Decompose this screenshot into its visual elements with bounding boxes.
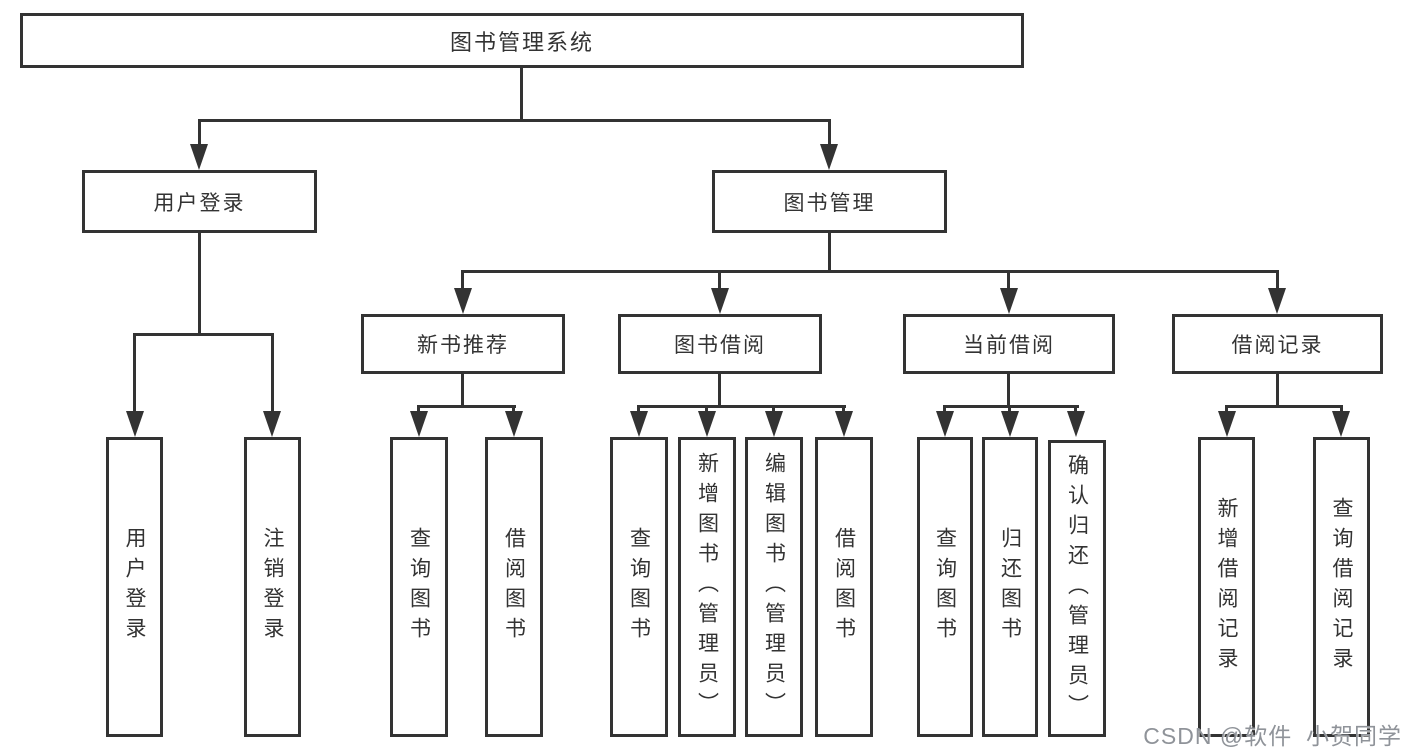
connector [520, 68, 523, 121]
connector [718, 374, 721, 408]
connector [772, 405, 775, 414]
connector [637, 405, 846, 408]
connector [705, 405, 708, 414]
arrow-down-icon [698, 411, 716, 437]
connector [1225, 405, 1228, 414]
arrow-down-icon [1332, 411, 1350, 437]
connector [417, 405, 420, 414]
leaf-add-borrow-record: 新增借阅记录 [1198, 437, 1255, 737]
node-new-book-recommendation: 新书推荐 [361, 314, 565, 374]
leaf-newbook-query-books: 查询图书 [390, 437, 448, 737]
arrow-down-icon [505, 411, 523, 437]
connector [198, 119, 201, 147]
connector [133, 333, 136, 413]
node-label: 归还图书 [998, 527, 1022, 647]
leaf-newbook-borrow-books: 借阅图书 [485, 437, 543, 737]
arrow-down-icon [765, 411, 783, 437]
node-label: 注销登录 [261, 527, 284, 647]
leaf-user-login: 用户登录 [106, 437, 163, 737]
connector [718, 270, 721, 290]
node-book-management: 图书管理 [712, 170, 947, 233]
connector [461, 270, 464, 290]
connector [1276, 374, 1279, 408]
connector [198, 233, 201, 336]
node-label: 查询图书 [933, 527, 957, 647]
connector [133, 333, 274, 336]
connector [1074, 405, 1077, 414]
arrow-down-icon [1000, 288, 1018, 314]
connector [271, 333, 274, 413]
node-current-borrowing: 当前借阅 [903, 314, 1115, 374]
node-library-system: 图书管理系统 [20, 13, 1024, 68]
arrow-down-icon [820, 144, 838, 170]
leaf-borrow-books: 借阅图书 [815, 437, 873, 737]
leaf-logout: 注销登录 [244, 437, 301, 737]
connector [1225, 405, 1343, 408]
arrow-down-icon [1067, 411, 1085, 437]
connector [842, 405, 845, 414]
arrow-down-icon [1218, 411, 1236, 437]
node-label: 当前借阅 [963, 334, 1055, 357]
node-label: 图书管理 [783, 191, 876, 215]
connector [828, 119, 831, 147]
leaf-add-books-admin: 新增图书（管理员） [678, 437, 736, 737]
connector [1007, 270, 1010, 290]
node-label: 新增借阅记录 [1215, 497, 1238, 677]
arrow-down-icon [454, 288, 472, 314]
connector [1008, 405, 1011, 414]
connector [1007, 374, 1010, 408]
connector [461, 270, 1279, 273]
node-borrowing-records: 借阅记录 [1172, 314, 1383, 374]
node-label: 查询图书 [407, 527, 431, 647]
connector [1276, 270, 1279, 290]
leaf-return-books: 归还图书 [982, 437, 1038, 737]
arrow-down-icon [711, 288, 729, 314]
connector [943, 405, 946, 414]
arrow-down-icon [263, 411, 281, 437]
connector [512, 405, 515, 414]
csdn-watermark: CSDN @软件_小贺同学 [1143, 723, 1402, 747]
leaf-edit-books-admin: 编辑图书（管理员） [745, 437, 803, 737]
node-label: 编辑图书（管理员） [762, 452, 786, 722]
node-label: 图书借阅 [674, 334, 766, 357]
connector [198, 119, 831, 122]
leaf-confirm-return-admin: 确认归还（管理员） [1048, 440, 1106, 737]
arrow-down-icon [1268, 288, 1286, 314]
node-user-login: 用户登录 [82, 170, 317, 233]
node-label: 确认归还（管理员） [1065, 453, 1089, 724]
connector [417, 405, 516, 408]
arrow-down-icon [835, 411, 853, 437]
node-label: 借阅图书 [502, 527, 526, 647]
connector [1340, 405, 1343, 414]
connector [637, 405, 640, 414]
arrow-down-icon [190, 144, 208, 170]
node-label: 借阅记录 [1231, 334, 1324, 357]
node-label: 新书推荐 [417, 334, 509, 357]
node-label: 图书管理系统 [449, 29, 594, 55]
leaf-query-borrow-record: 查询借阅记录 [1313, 437, 1370, 737]
leaf-borrow-query-books: 查询图书 [610, 437, 668, 737]
node-label: 查询借阅记录 [1330, 497, 1353, 677]
arrow-down-icon [126, 411, 144, 437]
node-label: 用户登录 [153, 191, 246, 215]
node-label: 借阅图书 [832, 527, 856, 647]
connector [828, 233, 831, 273]
arrow-down-icon [630, 411, 648, 437]
arrow-down-icon [410, 411, 428, 437]
node-book-borrowing: 图书借阅 [618, 314, 822, 374]
node-label: 查询图书 [627, 527, 651, 647]
node-label: 用户登录 [123, 527, 146, 647]
node-label: 新增图书（管理员） [695, 452, 719, 722]
connector [461, 374, 464, 408]
arrow-down-icon [1001, 411, 1019, 437]
connector [943, 405, 1079, 408]
arrow-down-icon [936, 411, 954, 437]
leaf-current-query-books: 查询图书 [917, 437, 973, 737]
